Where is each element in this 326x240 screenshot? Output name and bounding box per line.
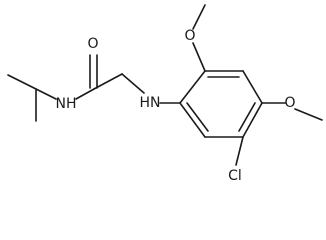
bond-isopropyl-to-nh xyxy=(35,88,57,100)
carbonyl-oxygen-label: O xyxy=(87,36,98,52)
bond-nh-to-carbonyl xyxy=(75,88,95,100)
chemical-structure-diagram: O NH HN O O Cl xyxy=(7,4,323,184)
ring-bond-c1-c2 xyxy=(179,70,206,104)
bond-ortho-o-to-methyl xyxy=(192,4,206,30)
ortho-methoxy-oxygen-label: O xyxy=(184,28,195,44)
amine-nitrogen-label: HN xyxy=(140,95,161,111)
ring-bond-c4-c5 xyxy=(242,102,263,138)
bond-para-o-to-methyl xyxy=(294,108,323,121)
ring-bond-c6-c1-inner xyxy=(186,102,209,132)
bond-ring-to-ortho-o xyxy=(192,42,206,72)
ring-bond-c6-c1 xyxy=(179,102,206,138)
bond-isopropyl-methyl-upper xyxy=(7,74,37,90)
chlorine-label: Cl xyxy=(228,168,242,184)
bond-carbonyl-to-ch2 xyxy=(93,73,123,90)
bond-ch2-to-hn xyxy=(121,73,145,94)
para-methoxy-oxygen-label: O xyxy=(284,95,295,111)
amide-nitrogen-label: NH xyxy=(56,96,77,112)
ring-bond-c3-c4 xyxy=(242,70,263,104)
ring-bond-c4-c5-inner xyxy=(238,102,256,132)
bond-ring-to-chlorine xyxy=(235,136,244,166)
